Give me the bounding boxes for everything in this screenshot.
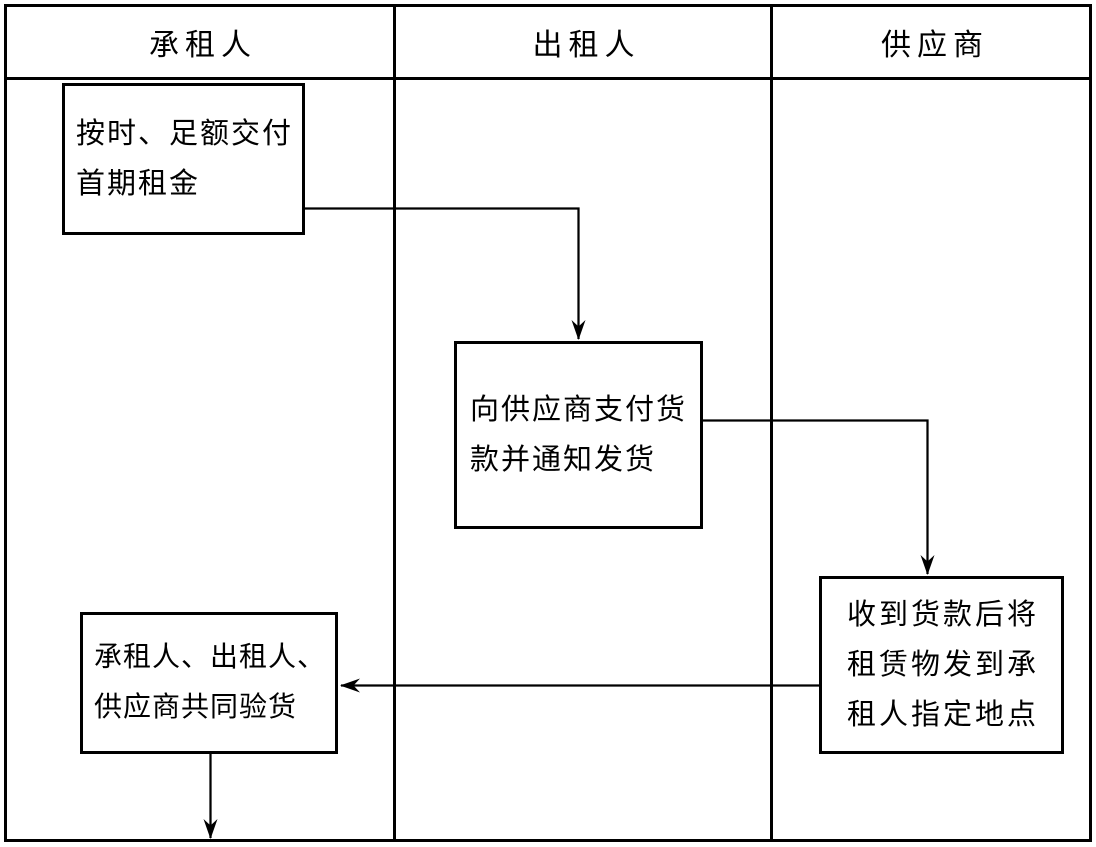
node-pay-first-rent: 按时、足额交付 首期租金 [62, 83, 305, 235]
lane-header-label: 出租人 [532, 29, 641, 62]
outer-border [4, 4, 1092, 842]
lane-header-lessee: 承租人 [6, 6, 394, 78]
lane-header-label: 承租人 [149, 29, 257, 62]
node-pay-supplier: 向供应商支付货 款并通知发货 [454, 341, 703, 529]
lane-header-label: 供应商 [881, 29, 989, 62]
node-pay-supplier-text: 向供应商支付货 款并通知发货 [470, 394, 688, 476]
lane-header-supplier: 供应商 [773, 6, 1091, 78]
node-ship-goods-text: 收到货款后将 租赁物发到承 租人指定地点 [847, 599, 1040, 731]
node-joint-inspection-text: 承租人、出租人、 供应商共同验货 [94, 642, 327, 723]
node-joint-inspection: 承租人、出租人、 供应商共同验货 [80, 612, 338, 754]
connector-pay-supplier-to-ship-goods [703, 419, 935, 575]
node-pay-first-rent-text: 按时、足额交付 首期租金 [76, 118, 294, 200]
node-ship-goods: 收到货款后将 租赁物发到承 租人指定地点 [819, 576, 1064, 754]
connector-pay-first-rent-to-pay-supplier [305, 207, 586, 340]
lane-header-lessor: 出租人 [396, 6, 771, 78]
